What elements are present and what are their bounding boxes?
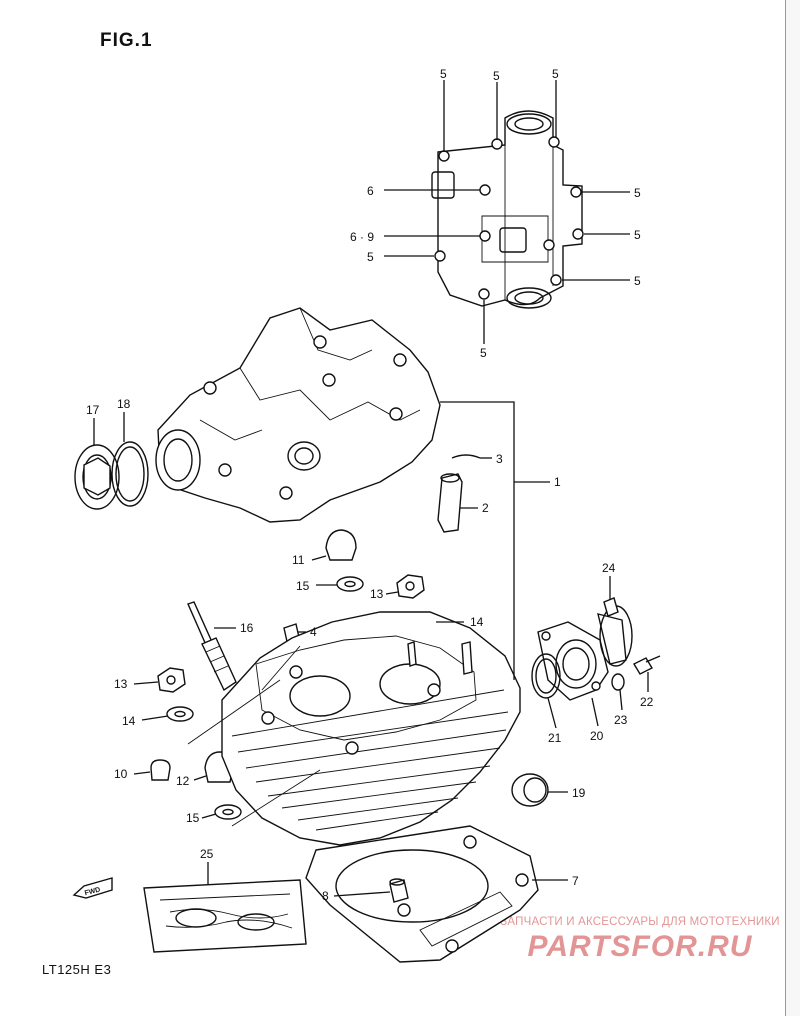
- washer-15-lower: [214, 804, 242, 820]
- callout-22: 22: [640, 695, 654, 709]
- callout-21: 21: [548, 731, 562, 745]
- callout-5: 5: [634, 228, 641, 242]
- callout-16: 16: [240, 621, 254, 635]
- guide-clip: [451, 454, 481, 459]
- fwd-label: FWD: [84, 886, 101, 897]
- callout-19: 19: [572, 786, 586, 800]
- callout-20: 20: [590, 729, 604, 743]
- callout-6: 6: [367, 184, 374, 198]
- hose-clamp: [599, 597, 633, 667]
- callout-5: 5: [493, 69, 500, 83]
- dowel-pin-8: [389, 878, 409, 903]
- washer-15-upper: [336, 576, 364, 592]
- figure-title: FIG.1: [100, 30, 153, 51]
- callout-13: 13: [370, 587, 384, 601]
- callout-numbers: 5 5 5 6 6 · 9 5 5 5 5 5 1 2 3 17 18 11 1…: [86, 67, 654, 903]
- o-ring-18: [111, 441, 149, 507]
- callout-2: 2: [482, 501, 489, 515]
- callout-10: 10: [114, 767, 128, 781]
- callout-14: 14: [122, 714, 136, 728]
- callout-18: 18: [117, 397, 131, 411]
- callout-5: 5: [634, 274, 641, 288]
- washer-14-left: [166, 706, 194, 722]
- callout-12: 12: [176, 774, 190, 788]
- screw-22: [633, 655, 661, 675]
- callout-25: 25: [200, 847, 214, 861]
- callout-23: 23: [614, 713, 628, 727]
- nut-13-left: [157, 667, 186, 693]
- spark-plug: [187, 601, 237, 692]
- o-ring-21: [531, 653, 561, 699]
- callout-8: 8: [322, 889, 329, 903]
- callout-14: 14: [470, 615, 484, 629]
- callout-5: 5: [440, 67, 447, 81]
- callout-11: 11: [292, 553, 305, 567]
- callout-13: 13: [114, 677, 128, 691]
- watermark: ЗАПЧАСТИ И АКСЕССУАРЫ ДЛЯ МОТОТЕХНИКИ PA…: [490, 916, 790, 964]
- fwd-arrow-icon: FWD: [72, 877, 113, 899]
- oil-filler-cap: [74, 444, 120, 510]
- callout-4: 4: [310, 625, 317, 639]
- callout-5: 5: [634, 186, 641, 200]
- cylinder-gasket: [305, 825, 539, 963]
- watermark-brand: PARTSFOR.RU: [527, 930, 753, 963]
- gasket-set: [143, 879, 307, 953]
- cap-nut-10: [150, 759, 171, 781]
- callout-15: 15: [186, 811, 200, 825]
- plug-19: [511, 773, 549, 807]
- nut-13-upper: [396, 574, 425, 599]
- watermark-caption: ЗАПЧАСТИ И АКСЕССУАРЫ ДЛЯ МОТОТЕХНИКИ: [500, 916, 780, 928]
- valve-guide: [437, 473, 463, 533]
- cap-nut-11: [325, 529, 357, 561]
- model-code: LT125H E3: [42, 962, 112, 977]
- callout-6-9: 6 · 9: [350, 230, 374, 244]
- callout-3: 3: [496, 452, 503, 466]
- callout-15: 15: [296, 579, 310, 593]
- callout-7: 7: [572, 874, 579, 888]
- callout-1: 1: [554, 475, 561, 489]
- cylinder-head-cover: [155, 307, 441, 523]
- callout-17: 17: [86, 403, 100, 417]
- page-edge: [785, 0, 800, 1016]
- head-cover-top: [431, 110, 584, 309]
- callout-5: 5: [480, 346, 487, 360]
- washer-23: [611, 673, 625, 691]
- leader-lines: [93, 80, 649, 897]
- callout-24: 24: [602, 561, 616, 575]
- cylinder-head: [221, 611, 521, 846]
- callout-5: 5: [367, 250, 374, 264]
- callout-5: 5: [552, 67, 559, 81]
